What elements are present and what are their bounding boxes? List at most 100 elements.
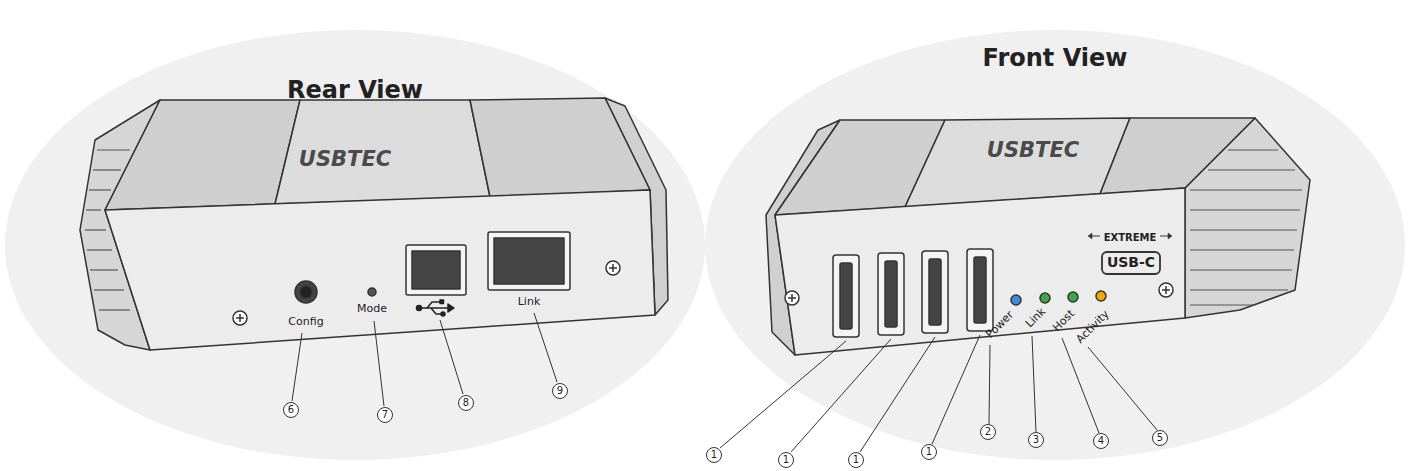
callout-number: 4 xyxy=(1093,433,1109,449)
screw-cross xyxy=(236,314,244,322)
leader-line xyxy=(1062,338,1099,433)
leader-line xyxy=(1032,336,1036,432)
rear-top-panel xyxy=(275,100,490,204)
leader-line xyxy=(989,345,990,424)
screw xyxy=(233,311,247,325)
brand-logo: USBTEC xyxy=(299,148,391,171)
usb-port-slot xyxy=(974,257,986,323)
fin xyxy=(1208,169,1295,170)
front-backdrop xyxy=(705,30,1405,460)
fin xyxy=(1190,269,1292,270)
front-device xyxy=(766,118,1310,355)
callout-number: 2 xyxy=(980,424,996,440)
fin xyxy=(89,189,111,190)
usb-symbol-branch xyxy=(427,302,440,308)
rear-front-face xyxy=(105,190,655,350)
mode-button xyxy=(368,288,376,296)
usb-symbol-dot xyxy=(441,312,445,316)
front-top-panel xyxy=(1100,118,1255,194)
usb-port xyxy=(878,253,904,335)
fin xyxy=(99,309,130,310)
fin xyxy=(86,209,101,210)
logo-arrow-head xyxy=(1088,233,1092,239)
screw-cross xyxy=(609,264,617,272)
fin xyxy=(1190,229,1297,230)
fin xyxy=(87,249,112,250)
leader-line xyxy=(932,335,980,444)
leader-line xyxy=(292,333,302,401)
usb-port-slot xyxy=(885,261,897,327)
callout-number: 1 xyxy=(921,444,937,460)
fin xyxy=(97,149,130,150)
power-led xyxy=(1011,295,1021,305)
link-port xyxy=(488,232,570,290)
fin xyxy=(85,229,106,230)
screw xyxy=(1159,283,1173,297)
screw xyxy=(785,291,799,305)
callout-number: 1 xyxy=(778,452,794,468)
callout-number: 5 xyxy=(1152,430,1168,446)
led-label: Power xyxy=(984,309,1016,341)
config-jack-hole xyxy=(300,286,312,298)
usb-symbol xyxy=(417,300,455,316)
screw-cross xyxy=(1162,286,1170,294)
screw xyxy=(606,261,620,275)
usb-port-slot xyxy=(840,263,852,329)
front-fins xyxy=(1190,150,1302,305)
view-heading: Front View xyxy=(983,45,1128,71)
usb-symbol-square xyxy=(440,300,444,304)
usb-port xyxy=(406,245,466,295)
logo-arrow-head xyxy=(1168,233,1172,239)
front-leaders xyxy=(720,335,1157,452)
rear-leaders xyxy=(292,313,557,406)
callout-number: 1 xyxy=(706,447,722,463)
callout-number: 8 xyxy=(458,395,474,411)
leader-line xyxy=(374,321,384,406)
callout-number: 7 xyxy=(377,407,393,423)
usb-symbol-stem xyxy=(421,307,448,309)
link-port-inner xyxy=(494,238,564,284)
led-label: Host xyxy=(1051,308,1077,334)
callout-number: 1 xyxy=(848,452,864,468)
leader-line xyxy=(440,320,463,394)
view-heading: Rear View xyxy=(287,77,423,103)
callout-number: 3 xyxy=(1028,432,1044,448)
usb-port xyxy=(967,249,993,331)
usb-port-slot xyxy=(929,259,941,325)
rear-backdrop xyxy=(5,30,705,460)
leader-line xyxy=(791,339,891,452)
fin xyxy=(93,169,121,170)
fin xyxy=(94,289,124,290)
usb-symbol-dot xyxy=(417,306,422,311)
rear-top-panel xyxy=(105,100,300,210)
usb-port xyxy=(922,251,948,333)
activity-led xyxy=(1096,291,1106,301)
config-jack xyxy=(295,281,317,303)
leader-line xyxy=(720,341,846,448)
brand-logo: USBTEC xyxy=(987,139,1079,162)
leader-line xyxy=(534,313,557,382)
logo-text: USB-C xyxy=(1107,255,1155,270)
fin xyxy=(1190,289,1288,290)
led-label: Link xyxy=(1024,306,1048,330)
callout-number: 6 xyxy=(283,402,299,418)
port-label: Mode xyxy=(357,303,387,315)
usb-symbol-branch xyxy=(431,308,441,314)
fin xyxy=(1228,149,1278,150)
logo-text: EXTREME xyxy=(1104,232,1157,243)
usb-port xyxy=(833,255,859,337)
led-label: Activity xyxy=(1074,308,1112,346)
callout-number: 9 xyxy=(552,383,568,399)
link-led xyxy=(1040,293,1050,303)
screw-cross xyxy=(788,294,796,302)
host-led xyxy=(1068,292,1078,302)
fin xyxy=(1190,249,1294,250)
usb-symbol-head xyxy=(448,304,454,312)
logo-frame xyxy=(1102,252,1160,274)
fin xyxy=(90,269,118,270)
fin xyxy=(1190,209,1300,210)
port-label: Config xyxy=(288,316,323,328)
